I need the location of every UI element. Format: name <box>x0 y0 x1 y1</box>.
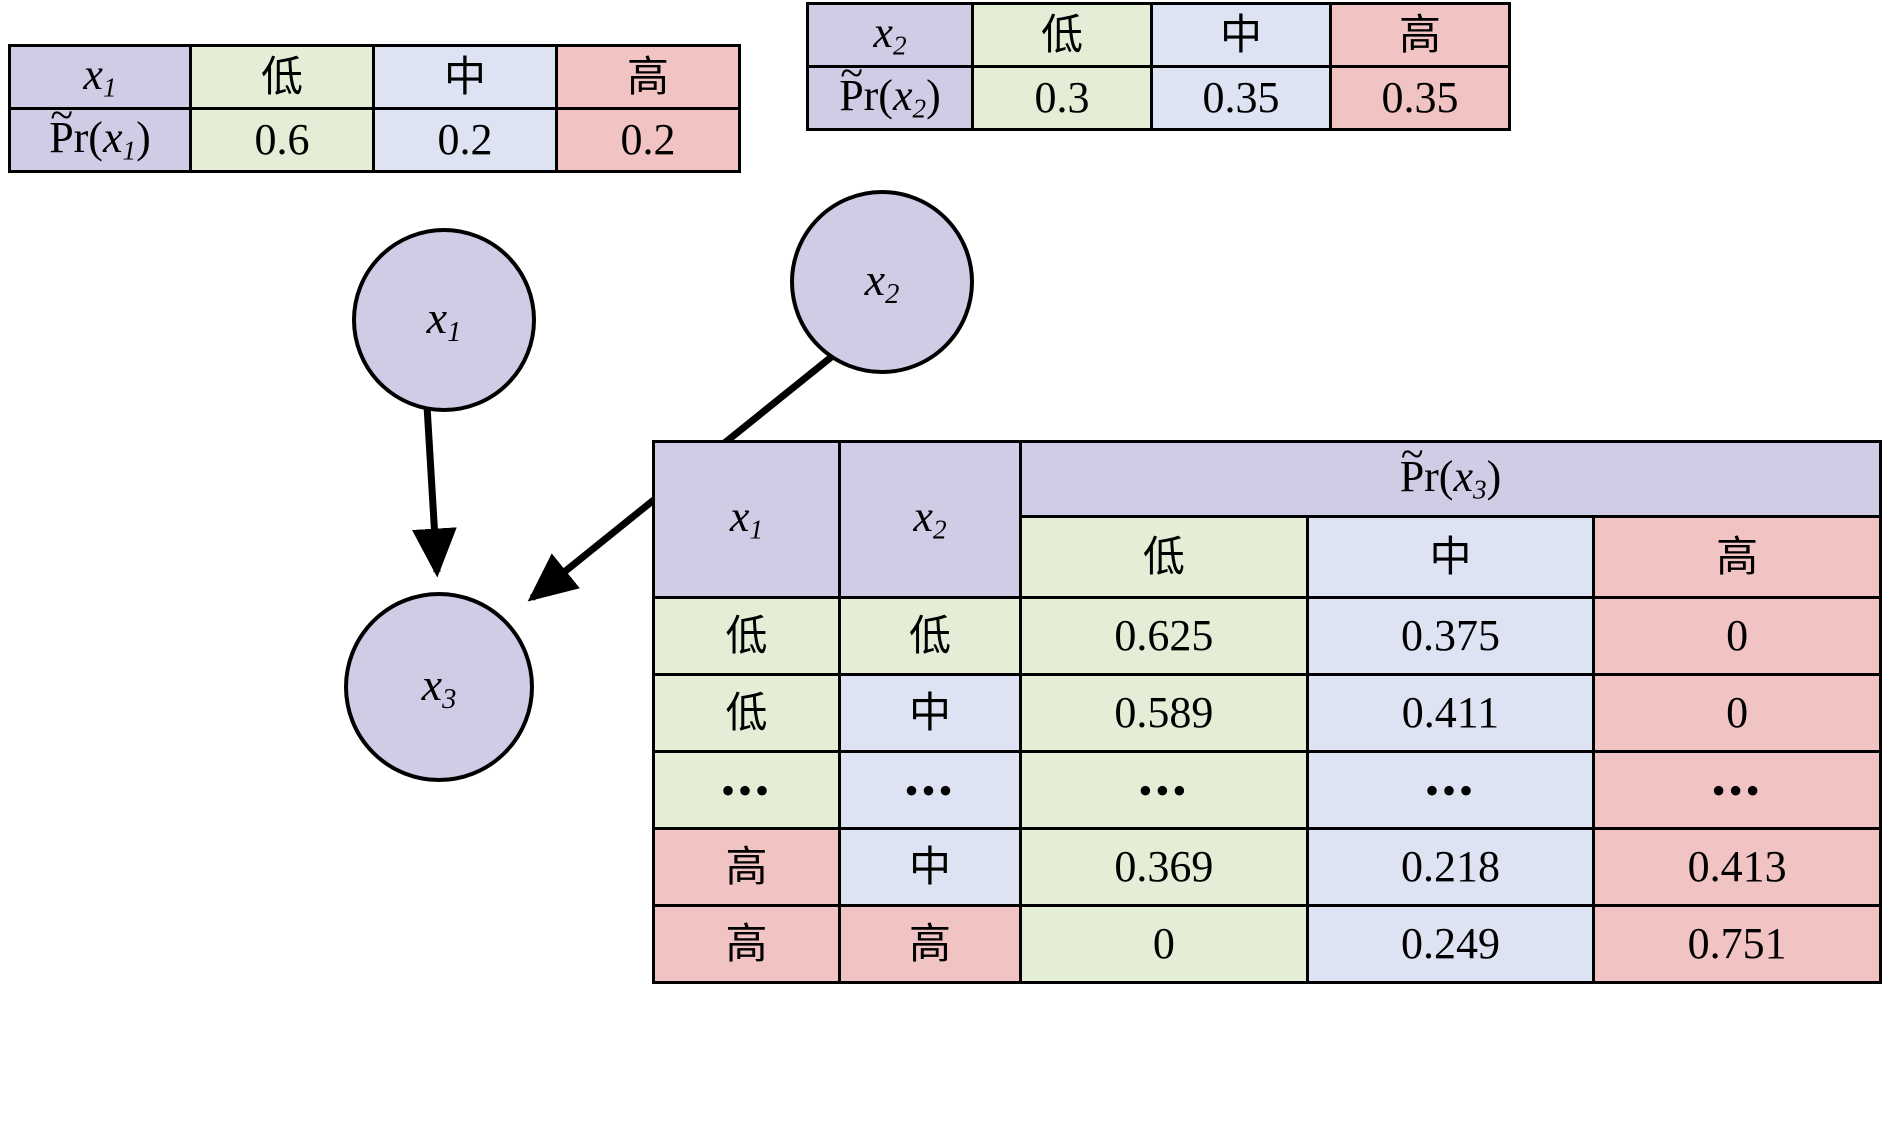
cell-row2-x2: ••• <box>838 750 1022 830</box>
cell-x3-head-low: 低 <box>1019 515 1309 599</box>
cell-x1-prob-mid: 0.2 <box>372 107 558 173</box>
cell-x2-head-high: 高 <box>1329 2 1511 68</box>
cell-row3-high: 0.413 <box>1592 827 1882 907</box>
node-x1-label: x1 <box>426 292 462 348</box>
cell-x3-head-high: 高 <box>1592 515 1882 599</box>
probability-table-x1: x1 低 中 高 ~Pr(x1) 0.6 0.2 0.2 <box>8 44 741 173</box>
table-row: ~Pr(x2) 0.3 0.35 0.35 <box>806 53 1511 131</box>
cell-row2-high: ••• <box>1592 750 1882 830</box>
cell-x3-index-x2: x2 <box>838 440 1022 599</box>
node-x3-label: x3 <box>421 659 457 715</box>
node-x2-label: x2 <box>864 254 900 310</box>
cell-x2-variable: x2 <box>806 2 974 68</box>
cell-row4-low: 0 <box>1019 904 1309 984</box>
cell-row1-x1: 低 <box>652 673 841 753</box>
table-row: ••• ••• ••• ••• ••• <box>652 750 1882 830</box>
cell-row4-high: 0.751 <box>1592 904 1882 984</box>
cell-row1-low: 0.589 <box>1019 673 1309 753</box>
cell-row2-low: ••• <box>1019 750 1309 830</box>
cell-x3-span-header: ~Pr(x3) <box>1019 434 1882 518</box>
table-row: x2 低 中 高 <box>806 2 1511 68</box>
cell-row1-x2: 中 <box>838 673 1022 753</box>
cell-x2-row-label: ~Pr(x2) <box>806 53 974 131</box>
cell-row0-x2: 低 <box>838 596 1022 676</box>
cell-row2-x1: ••• <box>652 750 841 830</box>
cell-x2-prob-mid: 0.35 <box>1150 65 1332 131</box>
cell-row4-mid: 0.249 <box>1305 904 1596 984</box>
cell-row3-mid: 0.218 <box>1305 827 1596 907</box>
cell-x2-head-mid: 中 <box>1150 2 1332 68</box>
cell-row0-low: 0.625 <box>1019 596 1309 676</box>
cell-row0-x1: 低 <box>652 596 841 676</box>
cell-row2-mid: ••• <box>1305 750 1596 830</box>
table-row: 高 高 0 0.249 0.751 <box>652 904 1882 984</box>
table-row: 低 低 0.625 0.375 0 <box>652 596 1882 676</box>
cell-x1-row-label: ~Pr(x1) <box>8 95 192 173</box>
cell-x2-head-low: 低 <box>971 2 1153 68</box>
probability-table-x2: x2 低 中 高 ~Pr(x2) 0.3 0.35 0.35 <box>806 2 1511 131</box>
table-row: x1 低 中 高 <box>8 44 741 110</box>
table-row: 低 中 0.589 0.411 0 <box>652 673 1882 753</box>
cell-x1-prob-high: 0.2 <box>555 107 741 173</box>
cell-row0-mid: 0.375 <box>1305 596 1596 676</box>
cell-x1-head-low: 低 <box>189 44 375 110</box>
cell-row3-x2: 中 <box>838 827 1022 907</box>
cell-row4-x1: 高 <box>652 904 841 984</box>
table-row: ~Pr(x1) 0.6 0.2 0.2 <box>8 95 741 173</box>
graph-node-x2: x2 <box>790 190 974 374</box>
cell-row3-x1: 高 <box>652 827 841 907</box>
cell-x1-head-mid: 中 <box>372 44 558 110</box>
table-row: 高 中 0.369 0.218 0.413 <box>652 827 1882 907</box>
table-row: x1 x2 ~Pr(x3) <box>652 434 1882 599</box>
cell-row0-high: 0 <box>1592 596 1882 676</box>
cell-row4-x2: 高 <box>838 904 1022 984</box>
cell-row1-mid: 0.411 <box>1305 673 1596 753</box>
edge-x1-x3 <box>412 405 457 578</box>
cell-row3-low: 0.369 <box>1019 827 1309 907</box>
probability-table-x3: x1 x2 ~Pr(x3) 低 中 高 低 低 0.625 0.375 0 低 … <box>652 434 1882 984</box>
graph-node-x3: x3 <box>344 592 534 782</box>
table-row: 低 中 高 <box>654 515 1882 599</box>
graph-node-x1: x1 <box>352 228 536 412</box>
cell-x1-head-high: 高 <box>555 44 741 110</box>
cell-x3-head-mid: 中 <box>1305 515 1596 599</box>
cell-x2-prob-low: 0.3 <box>971 65 1153 131</box>
cell-x1-variable: x1 <box>8 44 192 110</box>
cell-x3-index-x1: x1 <box>652 440 841 599</box>
cell-row1-high: 0 <box>1592 673 1882 753</box>
cell-x1-prob-low: 0.6 <box>189 107 375 173</box>
cell-x2-prob-high: 0.35 <box>1329 65 1511 131</box>
